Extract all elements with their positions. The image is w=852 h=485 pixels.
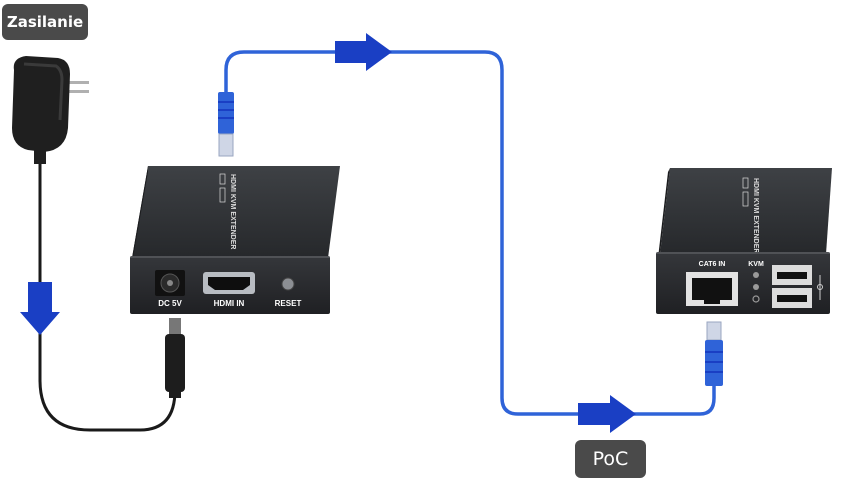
power-cable [38,150,177,432]
rj45-plug-transmitter-icon [218,92,234,157]
hdmi-port [208,277,250,290]
hdmi-port-label: HDMI IN [214,299,245,308]
network-flow-arrow-top-icon [335,33,392,71]
power-led-icon [752,295,760,303]
reset-button-icon [281,277,295,291]
power-label-badge: Zasilanie [2,4,88,40]
transmitter-device: HDMI KVM EXTENDER DC 5V HDMI IN RESET [130,166,340,314]
receiver-device: HDMI KVM EXTENDER CAT6 IN KVM [656,168,832,314]
dc-port-label: DC 5V [158,299,182,308]
kvm-led-icon [753,272,759,278]
power-flow-arrow-icon [20,282,60,335]
status-led-icon [753,284,759,290]
network-flow-arrow-bottom-icon [578,395,636,433]
dc-plug-icon [165,318,185,398]
receiver-side-text: HDMI KVM EXTENDER [752,178,759,253]
usb-symbol-icon [817,275,823,300]
network-cable [224,50,716,416]
transmitter-side-text: HDMI KVM EXTENDER [229,174,236,249]
cat6-port-label: CAT6 IN [699,261,726,268]
reset-label: RESET [275,299,302,308]
power-adapter-icon [12,56,89,164]
poc-label-badge: PoC [575,440,646,478]
rj45-plug-receiver-icon [705,321,723,386]
kvm-label: KVM [748,261,764,268]
